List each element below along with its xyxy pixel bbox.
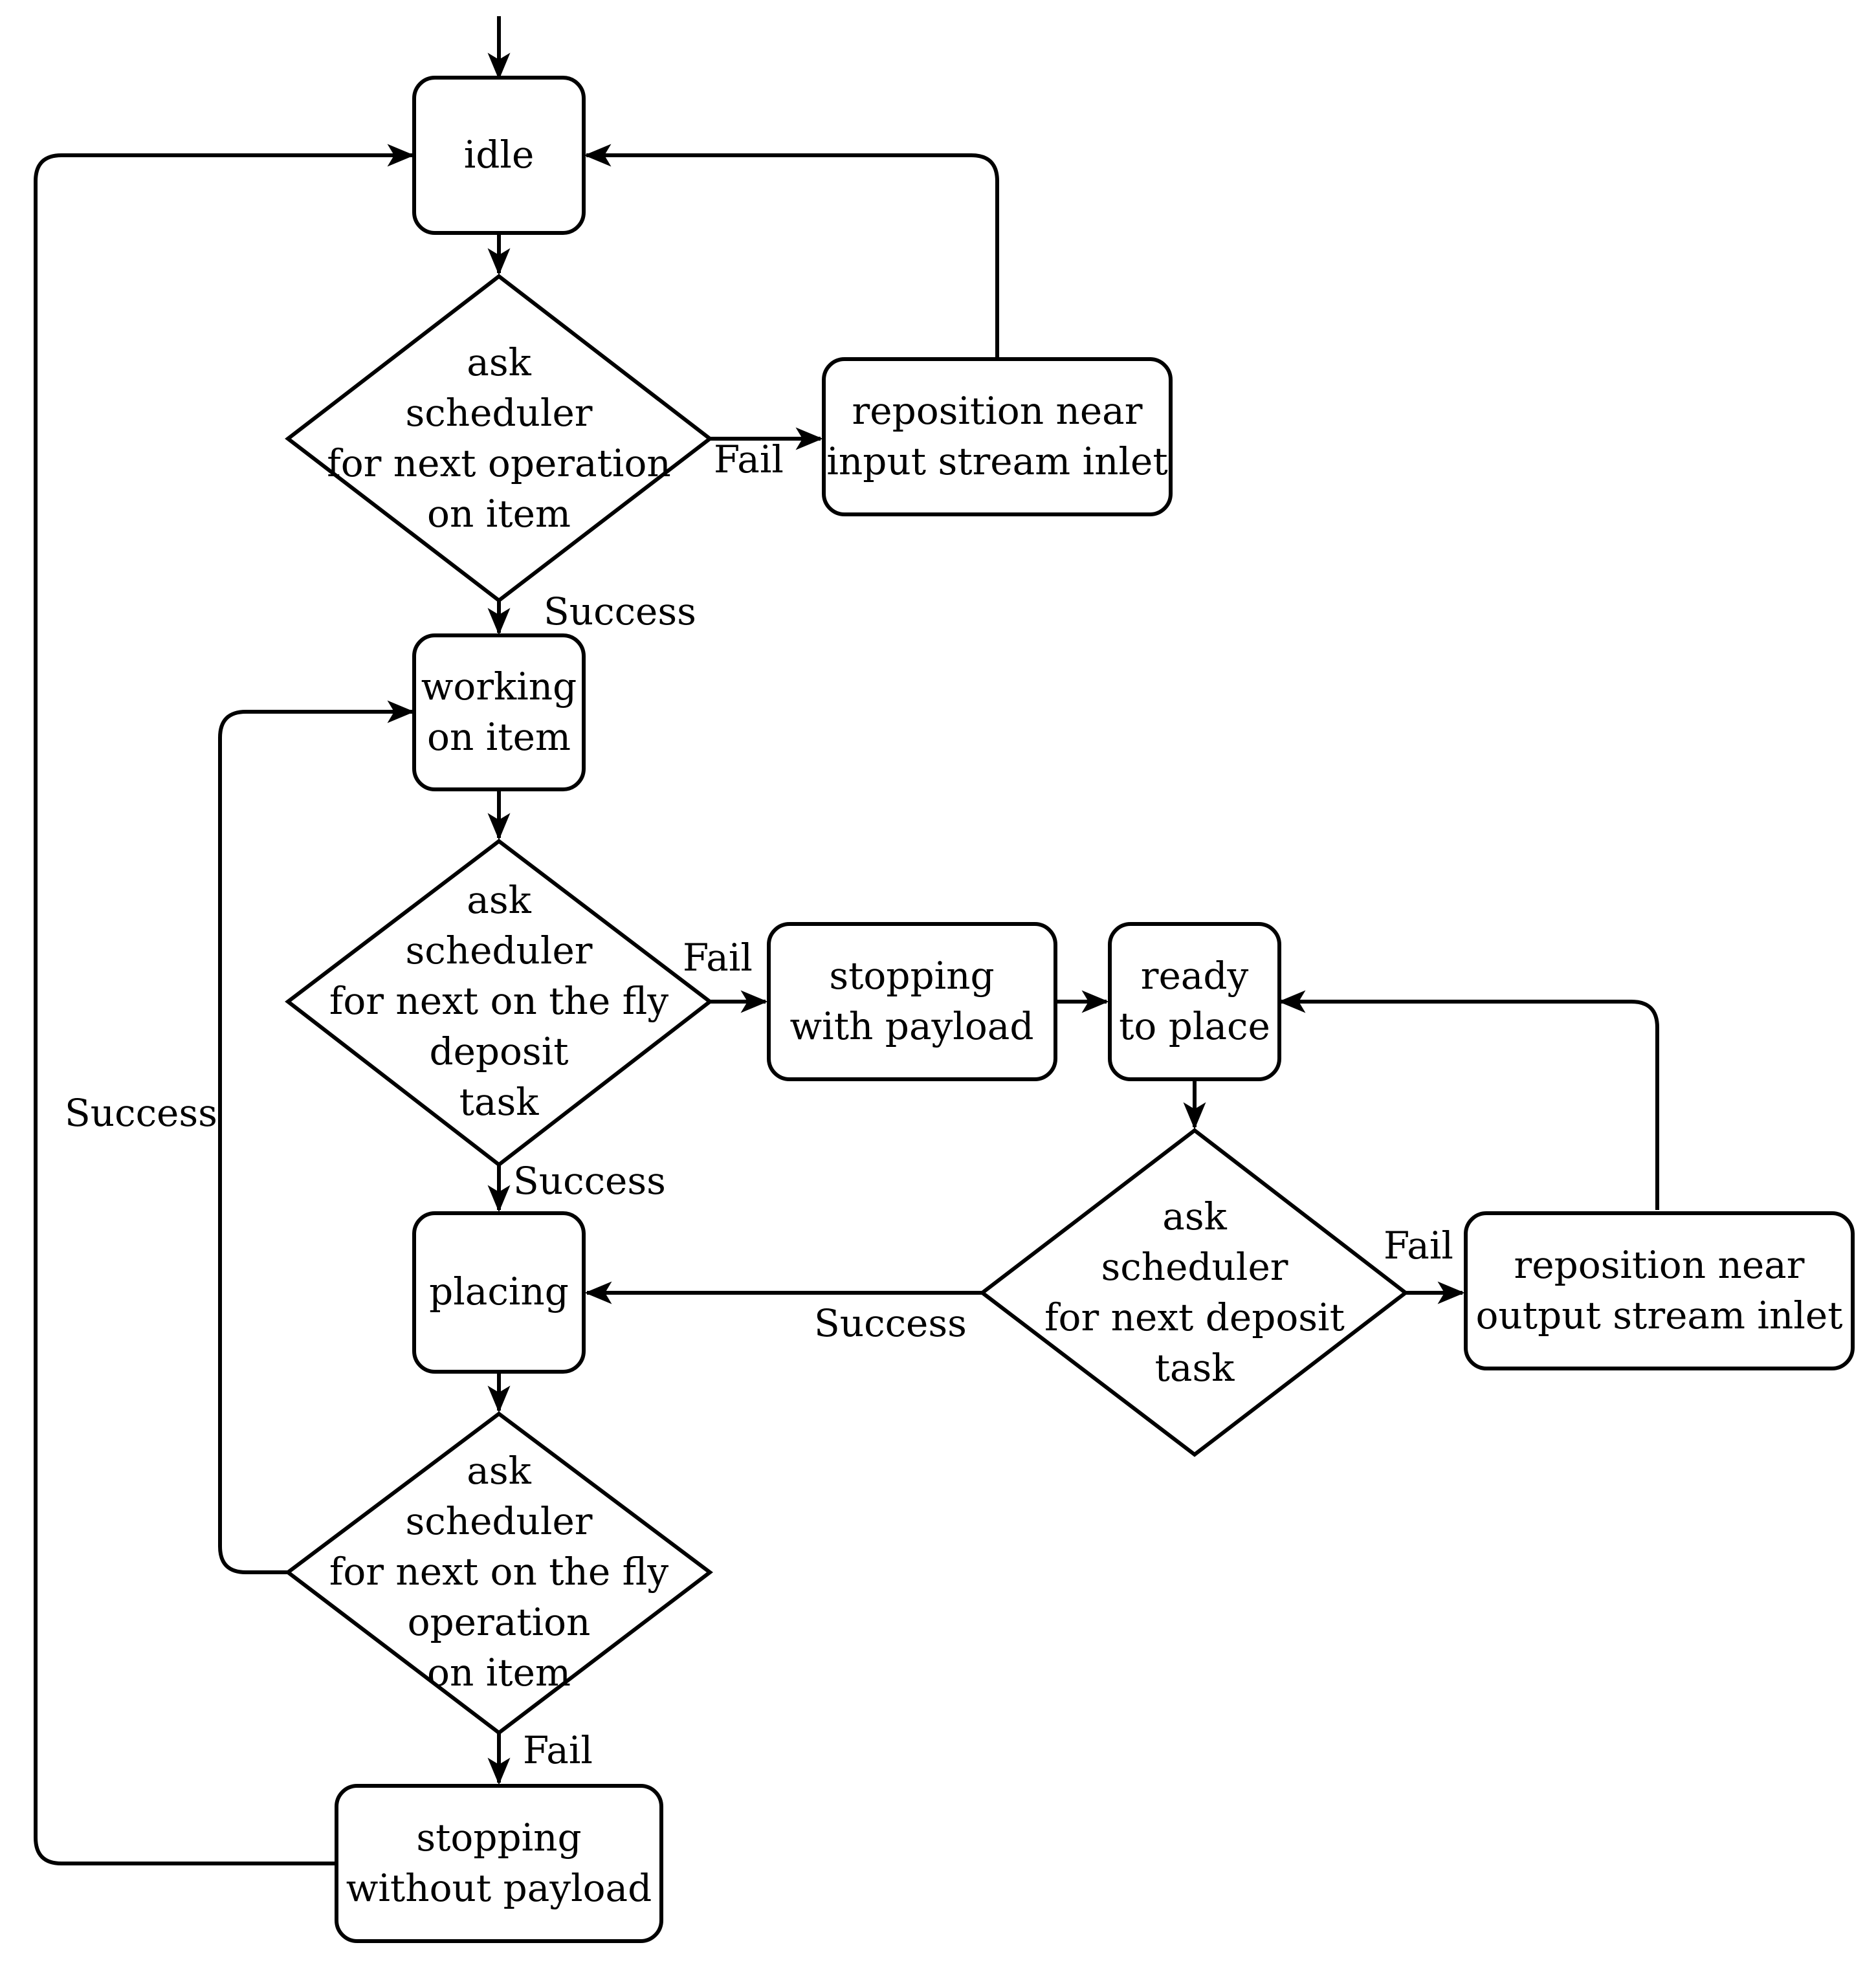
label-line: scheduler bbox=[405, 929, 592, 973]
label-line: ready bbox=[1141, 954, 1249, 998]
label-line: reposition near bbox=[1514, 1243, 1805, 1287]
label-ask-operation-fail: Fail bbox=[714, 437, 784, 481]
state-working-on-item-label: working on item bbox=[421, 665, 577, 759]
label-line: stopping bbox=[416, 1816, 581, 1860]
label-line: operation bbox=[408, 1600, 591, 1644]
label-line: deposit bbox=[429, 1029, 568, 1073]
label-next-deposit-success: Success bbox=[814, 1301, 967, 1345]
state-reposition-output-label: reposition near output stream inlet bbox=[1475, 1243, 1842, 1337]
label-line: ask bbox=[1162, 1194, 1227, 1238]
label-line: task bbox=[1155, 1346, 1235, 1390]
label-ask-operation-success: Success bbox=[544, 589, 696, 633]
state-working-on-item: working on item bbox=[412, 633, 586, 791]
state-reposition-output: reposition near output stream inlet bbox=[1464, 1211, 1855, 1370]
state-idle-label: idle bbox=[464, 133, 535, 177]
label-line: scheduler bbox=[1101, 1245, 1288, 1289]
label-line: on item bbox=[427, 492, 571, 536]
label-fly-operation-success: Success bbox=[65, 1091, 217, 1135]
label-fly-operation-fail: Fail bbox=[523, 1728, 593, 1772]
label-line: on item bbox=[427, 715, 571, 759]
label-line: task bbox=[459, 1080, 540, 1124]
state-stopping-with-payload-label: stopping with payload bbox=[790, 954, 1034, 1048]
state-reposition-input-label: reposition near input stream inlet bbox=[826, 389, 1167, 483]
decision-ask-on-the-fly-deposit-label: ask scheduler for next on the fly deposit ta… bbox=[329, 878, 668, 1124]
label-line: scheduler bbox=[405, 1499, 592, 1543]
edge-reposition-input-to-idle bbox=[584, 144, 999, 359]
decision-ask-on-the-fly-deposit: ask scheduler for next on the fly deposit ta… bbox=[285, 839, 713, 1167]
label-line: working bbox=[421, 665, 577, 709]
label-line: without payload bbox=[346, 1866, 652, 1910]
label-line: for next on the fly bbox=[329, 979, 668, 1023]
label-line: ask bbox=[467, 878, 531, 922]
state-ready-to-place-label: ready to place bbox=[1119, 954, 1270, 1048]
label-line: scheduler bbox=[405, 391, 592, 435]
label-line: placing bbox=[429, 1269, 569, 1313]
label-line: reposition near bbox=[852, 389, 1143, 433]
label-line: for next on the fly bbox=[329, 1550, 668, 1594]
label-line: on item bbox=[427, 1651, 571, 1695]
label-line: ask bbox=[467, 340, 531, 384]
state-stopping-with-payload: stopping with payload bbox=[767, 922, 1057, 1081]
state-stopping-without-payload-label: stopping without payload bbox=[346, 1816, 652, 1910]
edge-ask-fly-operation-success bbox=[218, 700, 415, 1574]
label-line: output stream inlet bbox=[1475, 1293, 1842, 1337]
label-line: for next deposit bbox=[1044, 1295, 1345, 1339]
state-reposition-input: reposition near input stream inlet bbox=[822, 357, 1173, 516]
label-deposit-fly-fail: Fail bbox=[683, 936, 753, 980]
decision-ask-next-operation: ask scheduler for next operation on item bbox=[285, 274, 713, 603]
decision-ask-next-deposit: ask scheduler for next deposit task bbox=[979, 1128, 1409, 1457]
state-ready-to-place: ready to place bbox=[1108, 922, 1281, 1081]
label-line: input stream inlet bbox=[826, 439, 1167, 483]
decision-ask-next-deposit-label: ask scheduler for next deposit task bbox=[1044, 1194, 1345, 1390]
state-stopping-without-payload: stopping without payload bbox=[335, 1784, 663, 1943]
state-placing-label: placing bbox=[429, 1269, 569, 1313]
decision-ask-next-operation-label: ask scheduler for next operation on item bbox=[327, 340, 671, 536]
label-next-deposit-fail: Fail bbox=[1384, 1224, 1453, 1268]
decision-ask-on-the-fly-operation-label: ask scheduler for next on the fly operation… bbox=[329, 1449, 668, 1695]
edge-stopping-no-payload-to-idle bbox=[34, 144, 415, 1865]
edge-reposition-output-to-ready bbox=[1278, 990, 1659, 1210]
label-line: ask bbox=[467, 1449, 531, 1493]
state-placing: placing bbox=[412, 1211, 586, 1374]
state-idle: idle bbox=[412, 76, 586, 235]
label-line: to place bbox=[1119, 1004, 1270, 1048]
label-line: idle bbox=[464, 133, 535, 177]
label-line: with payload bbox=[790, 1004, 1034, 1048]
decision-ask-on-the-fly-operation: ask scheduler for next on the fly operation… bbox=[285, 1411, 713, 1735]
label-deposit-fly-success: Success bbox=[513, 1159, 666, 1203]
label-line: stopping bbox=[829, 954, 994, 998]
label-line: for next operation bbox=[327, 441, 671, 485]
